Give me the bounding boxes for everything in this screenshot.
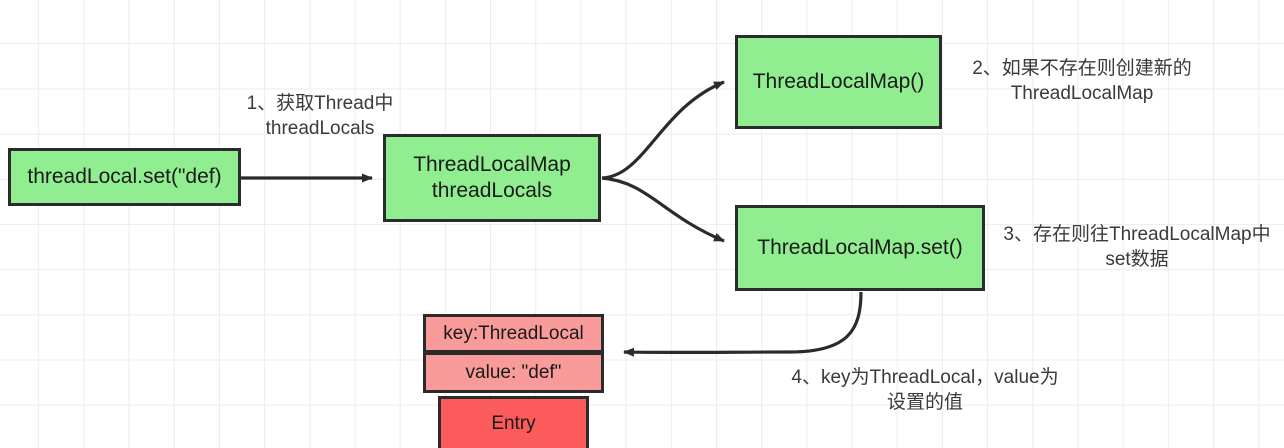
- node-threadlocalmap-set[interactable]: ThreadLocalMap.set(): [735, 205, 985, 291]
- caption-step-1: 1、获取Thread中 threadLocals: [246, 93, 394, 139]
- caption-step-3: 3、存在则往ThreadLocalMap中 set数据: [1003, 224, 1271, 270]
- node-threadlocalmap-threadlocals[interactable]: ThreadLocalMap threadLocals: [383, 134, 601, 222]
- node-threadlocal-set-call[interactable]: threadLocal.set("def): [8, 148, 241, 206]
- edge-threadlocals-to-new-map: [601, 80, 725, 180]
- node-threadlocalmap-constructor[interactable]: ThreadLocalMap(): [735, 35, 942, 129]
- node-entry-label[interactable]: Entry: [438, 396, 589, 448]
- edge-map-set-to-entry: [623, 291, 863, 357]
- caption-step-2: 2、如果不存在则创建新的 ThreadLocalMap: [972, 58, 1192, 104]
- caption-step-4: 4、key为ThreadLocal，value为 设置的值: [791, 367, 1059, 413]
- node-entry-value[interactable]: value: "def": [423, 352, 604, 393]
- edge-threadlocals-to-map-set: [601, 176, 725, 243]
- node-entry-key[interactable]: key:ThreadLocal: [423, 314, 604, 353]
